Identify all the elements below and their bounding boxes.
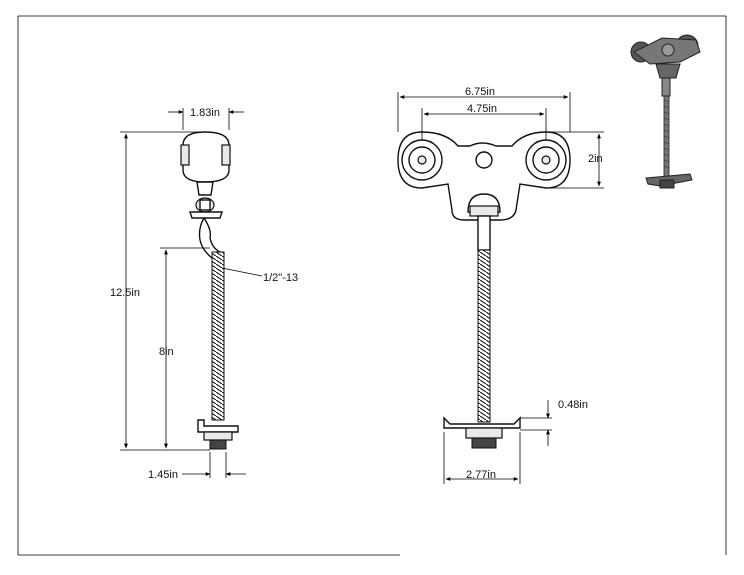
front-view <box>397 131 571 449</box>
front-axle-spacing-label: 4.75in <box>467 103 497 115</box>
thread-spec-label: 1/2"-13 <box>263 272 298 284</box>
front-base-width-label: 2.77in <box>466 469 496 481</box>
side-view <box>180 131 239 450</box>
overall-height-label: 12.5in <box>110 287 140 299</box>
bracket-height-label: 0.48in <box>558 399 588 411</box>
front-overall-width-label: 6.75in <box>465 86 495 98</box>
drawing-frame <box>17 15 727 556</box>
front-dimensions <box>397 92 604 484</box>
roller-hanger-3d-icon <box>630 34 701 189</box>
front-wheel-height-label: 2in <box>588 153 603 165</box>
side-base-width-label: 1.45in <box>148 469 178 481</box>
thread-length-label: 8in <box>159 346 174 358</box>
side-wheel-width-label: 1.83in <box>190 107 220 119</box>
side-dimensions <box>120 108 263 478</box>
